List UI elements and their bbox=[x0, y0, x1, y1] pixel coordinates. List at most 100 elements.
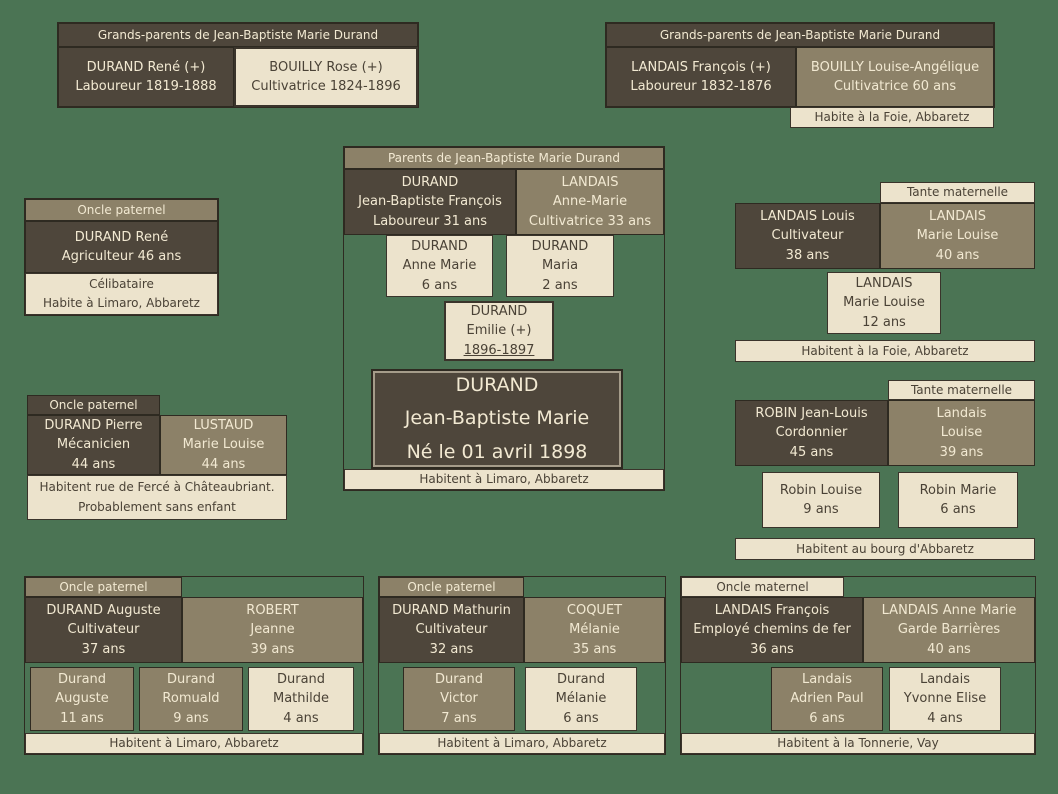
residence-note-uncle-auguste: Habitent à Limaro, Abbaretz bbox=[25, 733, 363, 754]
text-line: Habite à Limaro, Abbaretz bbox=[43, 296, 200, 310]
group-title: Oncle paternel bbox=[27, 395, 160, 415]
text-line: 35 ans bbox=[572, 641, 617, 657]
text-line: Probablement sans enfant bbox=[78, 499, 236, 514]
person-durand-melanie[interactable]: Durand Mélanie 6 ans bbox=[525, 667, 637, 731]
person-landais-marie-louise-child[interactable]: LANDAIS Marie Louise 12 ans bbox=[827, 272, 941, 334]
person-durand-mathilde[interactable]: Durand Mathilde 4 ans bbox=[248, 667, 354, 731]
person-durand-jean-baptiste-marie[interactable]: DURAND Jean-Baptiste Marie Né le 01 avri… bbox=[371, 369, 623, 469]
person-durand-jean-baptiste-francois[interactable]: DURAND Jean-Baptiste François Laboureur … bbox=[344, 169, 516, 235]
text-line: 12 ans bbox=[862, 314, 906, 330]
text-line: LUSTAUD bbox=[193, 417, 254, 433]
group-title: Oncle maternel bbox=[681, 577, 844, 597]
person-durand-romuald[interactable]: Durand Romuald 9 ans bbox=[139, 667, 243, 731]
text-line: DURAND bbox=[455, 374, 539, 397]
person-robin-louise[interactable]: Robin Louise 9 ans bbox=[762, 472, 880, 528]
text-line: 39 ans bbox=[939, 444, 984, 460]
group-title: Tante maternelle bbox=[888, 380, 1035, 400]
text-line: Habitent à la Tonnerie, Vay bbox=[777, 736, 939, 751]
text-line: Yvonne Elise bbox=[903, 691, 987, 707]
text-line: Cultivateur bbox=[67, 622, 140, 638]
person-robin-jean-louis[interactable]: ROBIN Jean-Louis Cordonnier 45 ans bbox=[735, 400, 888, 466]
person-durand-pierre[interactable]: DURAND Pierre Mécanicien 44 ans bbox=[27, 415, 160, 475]
text-line: Adrien Paul bbox=[790, 691, 864, 707]
text-line: LANDAIS Louis bbox=[760, 208, 855, 224]
person-landais-marie-louise[interactable]: LANDAIS Marie Louise 40 ans bbox=[880, 203, 1035, 269]
person-robin-marie[interactable]: Robin Marie 6 ans bbox=[898, 472, 1018, 528]
text-line: 32 ans bbox=[429, 641, 474, 657]
residence-note-aunt-louis: Habitent à la Foie, Abbaretz bbox=[735, 340, 1035, 362]
text-line: Romuald bbox=[162, 691, 220, 707]
text-line: Parents de Jean-Baptiste Marie Durand bbox=[387, 150, 620, 165]
text-line: Durand bbox=[166, 671, 216, 687]
text-line: 6 ans bbox=[809, 710, 845, 726]
text-line: BOUILLY Rose (+) bbox=[269, 59, 383, 75]
text-line: Grands-parents de Jean-Baptiste Marie Du… bbox=[97, 27, 379, 42]
group-uncle-rene: Oncle paternel DURAND René Agriculteur 4… bbox=[24, 198, 219, 316]
text-line: Cultivatrice 60 ans bbox=[833, 79, 957, 94]
text-line: DURAND Auguste bbox=[46, 602, 161, 618]
text-line: 4 ans bbox=[927, 710, 963, 726]
person-durand-emilie[interactable]: DURAND Emilie (+) 1896-1897 bbox=[444, 301, 554, 361]
person-durand-maria[interactable]: DURAND Maria 2 ans bbox=[506, 235, 614, 297]
text-line: DURAND bbox=[401, 174, 459, 190]
text-line: Habitent à Limaro, Abbaretz bbox=[419, 472, 589, 487]
person-durand-rene-senior[interactable]: DURAND René (+) Laboureur 1819-1888 bbox=[58, 47, 234, 107]
text-line: Grands-parents de Jean-Baptiste Marie Du… bbox=[659, 27, 941, 42]
person-lustaud-marie-louise[interactable]: LUSTAUD Marie Louise 44 ans bbox=[160, 415, 287, 475]
group-title: Grands-parents de Jean-Baptiste Marie Du… bbox=[606, 23, 994, 47]
text-line: Né le 01 avril 1898 bbox=[406, 440, 588, 463]
text-line: LANDAIS bbox=[929, 208, 986, 224]
text-line: Oncle paternel bbox=[77, 202, 166, 217]
text-line: Oncle paternel bbox=[49, 397, 138, 412]
residence-note-parents: Habitent à Limaro, Abbaretz bbox=[344, 469, 664, 490]
text-line: DURAND René (+) bbox=[86, 59, 206, 75]
person-landais-anne-marie[interactable]: LANDAIS Anne-Marie Cultivatrice 33 ans bbox=[516, 169, 664, 235]
person-landais-francois[interactable]: LANDAIS François Employé chemins de fer … bbox=[681, 597, 863, 663]
text-line: Tante maternelle bbox=[906, 185, 1009, 200]
text-line: 44 ans bbox=[201, 456, 246, 472]
text-line: Landais bbox=[936, 405, 987, 421]
person-landais-yvonne-elise[interactable]: Landais Yvonne Elise 4 ans bbox=[889, 667, 1001, 731]
person-durand-auguste-child[interactable]: Durand Auguste 11 ans bbox=[30, 667, 134, 731]
group-parents: Parents de Jean-Baptiste Marie Durand DU… bbox=[343, 146, 665, 491]
text-line: Cultivateur bbox=[771, 228, 844, 244]
text-line: DURAND Mathurin bbox=[392, 602, 511, 618]
text-line: 39 ans bbox=[250, 641, 295, 657]
text-line: Jeanne bbox=[250, 622, 295, 638]
text-line: Auguste bbox=[55, 691, 109, 707]
residence-note-uncle-rene: Célibataire Habite à Limaro, Abbaretz bbox=[25, 273, 218, 315]
text-line: Tante maternelle bbox=[910, 382, 1013, 397]
person-durand-victor[interactable]: Durand Victor 7 ans bbox=[403, 667, 515, 731]
person-durand-rene[interactable]: DURAND René Agriculteur 46 ans bbox=[25, 221, 218, 273]
person-landais-adrien-paul[interactable]: Landais Adrien Paul 6 ans bbox=[771, 667, 883, 731]
person-landais-francois-senior[interactable]: LANDAIS François (+) Laboureur 1832-1876 bbox=[606, 47, 796, 107]
group-grandparents-paternal: Grands-parents de Jean-Baptiste Marie Du… bbox=[57, 22, 419, 108]
person-bouilly-rose[interactable]: BOUILLY Rose (+) Cultivatrice 1824-1896 bbox=[234, 47, 418, 107]
text-line: 40 ans bbox=[935, 247, 980, 263]
person-landais-anne-marie-garde[interactable]: LANDAIS Anne Marie Garde Barrières 40 an… bbox=[863, 597, 1035, 663]
text-line: 38 ans bbox=[785, 247, 830, 263]
person-landais-louis[interactable]: LANDAIS Louis Cultivateur 38 ans bbox=[735, 203, 880, 269]
text-line: Habite à la Foie, Abbaretz bbox=[814, 110, 970, 125]
group-title: Oncle paternel bbox=[379, 577, 524, 597]
text-line: Cultivateur bbox=[415, 622, 488, 638]
residence-note-gp-maternal: Habite à la Foie, Abbaretz bbox=[790, 107, 994, 128]
text-line: Landais bbox=[801, 671, 853, 687]
person-durand-auguste[interactable]: DURAND Auguste Cultivateur 37 ans bbox=[25, 597, 182, 663]
person-robert-jeanne[interactable]: ROBERT Jeanne 39 ans bbox=[182, 597, 363, 663]
residence-note-uncle-mathurin: Habitent à Limaro, Abbaretz bbox=[379, 733, 665, 754]
text-line: 40 ans bbox=[927, 641, 971, 657]
person-durand-anne-marie[interactable]: DURAND Anne Marie 6 ans bbox=[386, 235, 493, 297]
person-bouilly-louise-angelique[interactable]: BOUILLY Louise-Angélique Cultivatrice 60… bbox=[796, 47, 994, 107]
text-line: Cultivatrice 1824-1896 bbox=[251, 79, 401, 94]
text-line: Laboureur 31 ans bbox=[372, 213, 488, 229]
text-line: 2 ans bbox=[542, 277, 578, 293]
person-landais-louise[interactable]: Landais Louise 39 ans bbox=[888, 400, 1035, 466]
text-line: Mécanicien bbox=[56, 437, 131, 453]
person-durand-mathurin[interactable]: DURAND Mathurin Cultivateur 32 ans bbox=[379, 597, 524, 663]
text-line: 44 ans bbox=[71, 456, 116, 472]
person-coquet-melanie[interactable]: COQUET Mélanie 35 ans bbox=[524, 597, 665, 663]
text-line: Robin Louise bbox=[779, 482, 863, 498]
text-line: Marie Louise bbox=[916, 228, 999, 244]
text-line: COQUET bbox=[566, 602, 623, 618]
